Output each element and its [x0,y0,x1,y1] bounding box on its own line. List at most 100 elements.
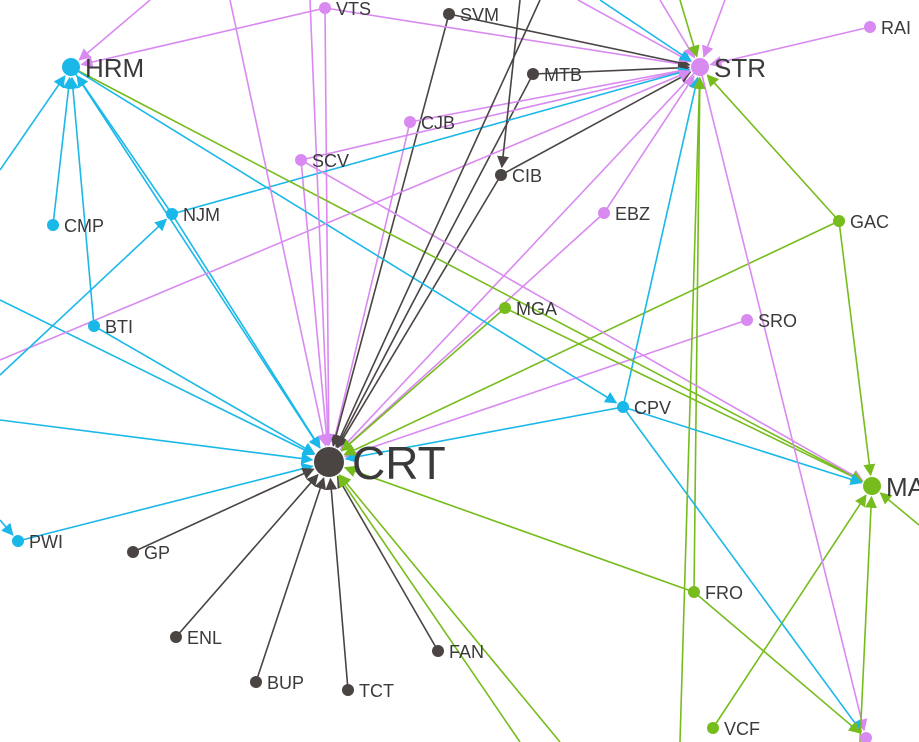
edge-bti-to-crt [93,325,316,455]
node-dot-ma[interactable] [863,477,881,495]
node-tct[interactable]: TCT [342,681,394,701]
node-dot-njm[interactable] [166,208,178,220]
edge-cpv-to-str [622,76,702,408]
edge-offscreen-11 [577,0,692,63]
node-label-cjb: CJB [421,113,455,133]
node-dot-gp[interactable] [127,546,139,558]
node-ebz[interactable]: EBZ [598,204,650,224]
node-label-fro: FRO [705,583,743,603]
node-label-mtb: MTB [544,65,582,85]
node-hrm[interactable]: HRM [62,53,144,83]
node-cmp[interactable]: CMP [47,216,104,236]
node-dot-cmp[interactable] [47,219,59,231]
edge-offscreen-14 [679,0,700,58]
node-dot-scv[interactable] [295,154,307,166]
node-dot-bti[interactable] [88,320,100,332]
edge-njm-to-hrm [76,75,173,215]
node-ma[interactable]: MA [863,472,919,502]
edge-scv-to-str [300,66,691,161]
edge-cjb-to-str [409,65,691,123]
node-dot-cib[interactable] [495,169,507,181]
node-dot-tct[interactable] [342,684,354,696]
node-dot-fan[interactable] [432,645,444,657]
edge-offscreen-20 [859,495,877,742]
edge-fan-to-crt [336,475,439,652]
node-rai[interactable]: RAI [864,18,911,38]
edge-svm-to-crt [330,13,450,447]
node-label-scv: SCV [312,151,349,171]
node-bot[interactable] [860,732,872,742]
edge-offscreen-15 [701,0,726,58]
edge-enl-to-crt [175,473,319,638]
node-dot-bot[interactable] [860,732,872,742]
edge-ebz-to-crt [340,212,605,452]
node-crt[interactable]: CRT [314,437,446,489]
edge-mtb-to-crt [336,73,534,449]
node-dot-mtb[interactable] [527,68,539,80]
node-str[interactable]: STR [691,53,766,83]
node-njm[interactable]: NJM [166,205,220,225]
node-label-rai: RAI [881,18,911,38]
node-dot-pwi[interactable] [12,535,24,547]
node-cpv[interactable]: CPV [617,398,671,418]
node-fan[interactable]: FAN [432,642,484,662]
node-dot-cjb[interactable] [404,116,416,128]
node-svm[interactable]: SVM [443,5,499,25]
edge-tct-to-crt [325,477,349,691]
node-dot-vcf[interactable] [707,722,719,734]
node-bup[interactable]: BUP [250,673,304,693]
node-gac[interactable]: GAC [833,212,889,232]
edge-offscreen-1 [0,299,315,456]
node-vts[interactable]: VTS [319,0,371,19]
edge-gac-to-crt [343,220,840,456]
node-label-mga: MGA [516,299,557,319]
edge-cpv-to-bot [622,406,862,733]
edge-offscreen-16 [879,492,919,526]
edge-offscreen-12 [599,0,692,62]
node-dot-gac[interactable] [833,215,845,227]
node-label-pwi: PWI [29,532,63,552]
node-dot-str[interactable] [691,58,709,76]
node-dot-cpv[interactable] [617,401,629,413]
edge-njm-to-crt [171,213,321,449]
node-dot-sro[interactable] [741,314,753,326]
edge-cjb-to-crt [329,121,411,447]
node-label-svm: SVM [460,5,499,25]
node-dot-bup[interactable] [250,676,262,688]
node-dot-ebz[interactable] [598,207,610,219]
node-dot-svm[interactable] [443,8,455,20]
node-vcf[interactable]: VCF [707,719,760,739]
edge-offscreen-10 [497,0,521,169]
edge-bti-to-hrm [66,76,95,327]
node-gp[interactable]: GP [127,543,170,563]
node-dot-crt[interactable] [314,447,344,477]
node-dot-rai[interactable] [864,21,876,33]
edge-gp-to-crt [132,468,315,553]
edge-cib-to-str [500,71,692,176]
edge-cmp-to-hrm [52,76,75,226]
node-label-bup: BUP [267,673,304,693]
node-cjb[interactable]: CJB [404,113,455,133]
node-label-cpv: CPV [634,398,671,418]
edge-vcf-to-ma [712,494,867,729]
node-dot-vts[interactable] [319,2,331,14]
node-sro[interactable]: SRO [741,311,797,331]
node-dot-fro[interactable] [688,586,700,598]
edge-vts-to-str [324,7,691,70]
node-label-cib: CIB [512,166,542,186]
node-dot-hrm[interactable] [62,58,80,76]
node-scv[interactable]: SCV [295,151,349,171]
node-dot-mga[interactable] [499,302,511,314]
edge-fro-to-bot [693,591,861,734]
node-fro[interactable]: FRO [688,583,743,603]
node-enl[interactable]: ENL [170,628,222,648]
node-mtb[interactable]: MTB [527,65,582,85]
node-pwi[interactable]: PWI [12,532,63,552]
node-dot-enl[interactable] [170,631,182,643]
edge-scv-to-ma [300,159,864,482]
node-mga[interactable]: MGA [499,299,557,319]
node-bti[interactable]: BTI [88,317,133,337]
node-cib[interactable]: CIB [495,166,542,186]
